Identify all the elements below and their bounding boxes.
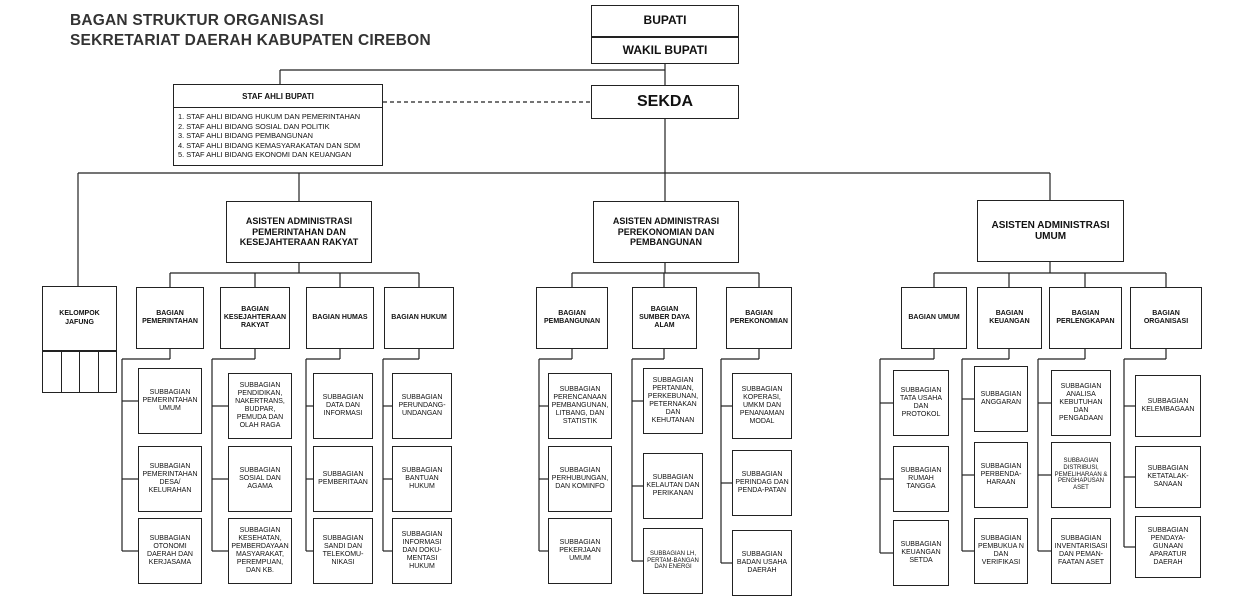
box-sub-pemerintahan-desa: SUBBAGIAN PEMERINTAHAN DESA/ KELURAHAN	[138, 446, 202, 512]
box-sub-inventarisasi: SUBBAGIAN INVENTARISASI DAN PEMAN-FAATAN…	[1051, 518, 1111, 584]
box-staf-ahli: STAF AHLI BUPATI 1. STAF AHLI BIDANG HUK…	[173, 84, 383, 166]
box-sub-sandi-telekomunikasi: SUBBAGIAN SANDI DAN TELEKOMU-NIKASI	[313, 518, 373, 584]
box-sub-badan-usaha: SUBBAGIAN BADAN USAHA DAERAH	[732, 530, 792, 596]
box-sub-perbendaharaan: SUBBAGIAN PERBENDA-HARAAN	[974, 442, 1028, 508]
chart-title-line2: SEKRETARIAT DAERAH KABUPATEN CIREBON	[70, 32, 431, 49]
box-kelompok-jafung: KELOMPOK JAFUNG	[42, 286, 117, 351]
box-sub-lh-pertambangan: SUBBAGIAN LH, PERTAM-BANGAN DAN ENERGI	[643, 528, 703, 594]
box-sub-distribusi-aset: SUBBAGIAN DISTRIBUSI, PEMELIHARAAN & PEN…	[1051, 442, 1111, 508]
staf-ahli-header: STAF AHLI BUPATI	[174, 85, 382, 108]
box-sub-tata-usaha: SUBBAGIAN TATA USAHA DAN PROTOKOL	[893, 370, 949, 436]
box-bagian-kesra: BAGIAN KESEJAHTERAAN RAKYAT	[220, 287, 290, 349]
box-asisten-pemerintahan: ASISTEN ADMINISTRASI PEMERINTAHAN DAN KE…	[226, 201, 372, 263]
box-bagian-umum: BAGIAN UMUM	[901, 287, 967, 349]
box-bagian-hukum: BAGIAN HUKUM	[384, 287, 454, 349]
box-sub-kelembagaan: SUBBAGIAN KELEMBAGAAN	[1135, 375, 1201, 437]
box-sub-pertanian: SUBBAGIAN PERTANIAN, PERKEBUNAN, PETERNA…	[643, 368, 703, 434]
staf-ahli-item: 5. STAF AHLI BIDANG EKONOMI DAN KEUANGAN	[178, 150, 352, 159]
box-sub-anggaran: SUBBAGIAN ANGGARAN	[974, 366, 1028, 432]
box-sub-pemberitaan: SUBBAGIAN PEMBERITAAN	[313, 446, 373, 512]
box-asisten-perekonomian: ASISTEN ADMINISTRASI PEREKONOMIAN DAN PE…	[593, 201, 739, 263]
box-sub-pendayagunaan: SUBBAGIAN PENDAYA-GUNAAN APARATUR DAERAH	[1135, 516, 1201, 578]
box-sub-pemerintahan-umum: SUBBAGIAN PEMERINTAHAN UMUM	[138, 368, 202, 434]
staf-ahli-list: 1. STAF AHLI BIDANG HUKUM DAN PEMERINTAH…	[174, 108, 382, 160]
box-sub-kelautan: SUBBAGIAN KELAUTAN DAN PERIKANAN	[643, 453, 703, 519]
box-bagian-keuangan: BAGIAN KEUANGAN	[977, 287, 1042, 349]
box-bagian-sda: BAGIAN SUMBER DAYA ALAM	[632, 287, 697, 349]
box-sub-koperasi: SUBBAGIAN KOPERASI, UMKM DAN PENANAMAN M…	[732, 373, 792, 439]
box-sub-rumah-tangga: SUBBAGIAN RUMAH TANGGA	[893, 446, 949, 512]
box-bagian-humas: BAGIAN HUMAS	[306, 287, 374, 349]
box-sub-perencanaan: SUBBAGIAN PERENCANAAN PEMBANGUNAN, LITBA…	[548, 373, 612, 439]
box-bagian-pembangunan: BAGIAN PEMBANGUNAN	[536, 287, 608, 349]
box-wakil-bupati: WAKIL BUPATI	[591, 37, 739, 64]
box-sub-dokumentasi-hukum: SUBBAGIAN INFORMASI DAN DOKU-MENTASI HUK…	[392, 518, 452, 584]
staf-ahli-item: 3. STAF AHLI BIDANG PEMBANGUNAN	[178, 131, 313, 140]
box-sub-bantuan-hukum: SUBBAGIAN BANTUAN HUKUM	[392, 446, 452, 512]
box-sub-perhubungan: SUBBAGIAN PERHUBUNGAN, DAN KOMINFO	[548, 446, 612, 512]
box-bagian-perekonomian: BAGIAN PEREKONOMIAN	[726, 287, 792, 349]
jafung-columns	[42, 351, 117, 393]
box-sub-analisa-kebutuhan: SUBBAGIAN ANALISA KEBUTUHAN DAN PENGADAA…	[1051, 370, 1111, 436]
box-sub-pendidikan: SUBBAGIAN PENDIDIKAN, NAKERTRANS, BUDPAR…	[228, 373, 292, 439]
box-bagian-pemerintahan: BAGIAN PEMERINTAHAN	[136, 287, 204, 349]
staf-ahli-item: 4. STAF AHLI BIDANG KEMASYARAKATAN DAN S…	[178, 140, 361, 150]
box-sub-keuangan-setda: SUBBAGIAN KEUANGAN SETDA	[893, 520, 949, 586]
box-bagian-perlengkapan: BAGIAN PERLENGKAPAN	[1049, 287, 1122, 349]
box-sekda: SEKDA	[591, 85, 739, 119]
box-sub-pekerjaan-umum: SUBBAGIAN PEKERJAAN UMUM	[548, 518, 612, 584]
box-bagian-organisasi: BAGIAN ORGANISASI	[1130, 287, 1202, 349]
box-sub-ketatalaksanaan: SUBBAGIAN KETATALAK-SANAAN	[1135, 446, 1201, 508]
box-sub-perindag: SUBBAGIAN PERINDAG DAN PENDA-PATAN	[732, 450, 792, 516]
box-sub-otonomi-daerah: SUBBAGIAN OTONOMI DAERAH DAN KERJASAMA	[138, 518, 202, 584]
box-sub-data-informasi: SUBBAGIAN DATA DAN INFORMASI	[313, 373, 373, 439]
box-sub-pembukuan: SUBBAGIAN PEMBUKUA N DAN VERIFIKASI	[974, 518, 1028, 584]
box-sub-sosial-agama: SUBBAGIAN SOSIAL DAN AGAMA	[228, 446, 292, 512]
staf-ahli-item: 1. STAF AHLI BIDANG HUKUM DAN PEMERINTAH…	[178, 112, 361, 121]
box-sub-kesehatan: SUBBAGIAN KESEHATAN, PEMBERDAYAAN MASYAR…	[228, 518, 292, 584]
box-asisten-umum: ASISTEN ADMINISTRASI UMUM	[977, 200, 1124, 262]
box-sub-perundang-undangan: SUBBAGIAN PERUNDANG-UNDANGAN	[392, 373, 452, 439]
box-bupati: BUPATI	[591, 5, 739, 37]
staf-ahli-item: 2. STAF AHLI BIDANG SOSIAL DAN POLITIK	[178, 121, 330, 131]
chart-title-line1: BAGAN STRUKTUR ORGANISASI	[70, 12, 324, 29]
